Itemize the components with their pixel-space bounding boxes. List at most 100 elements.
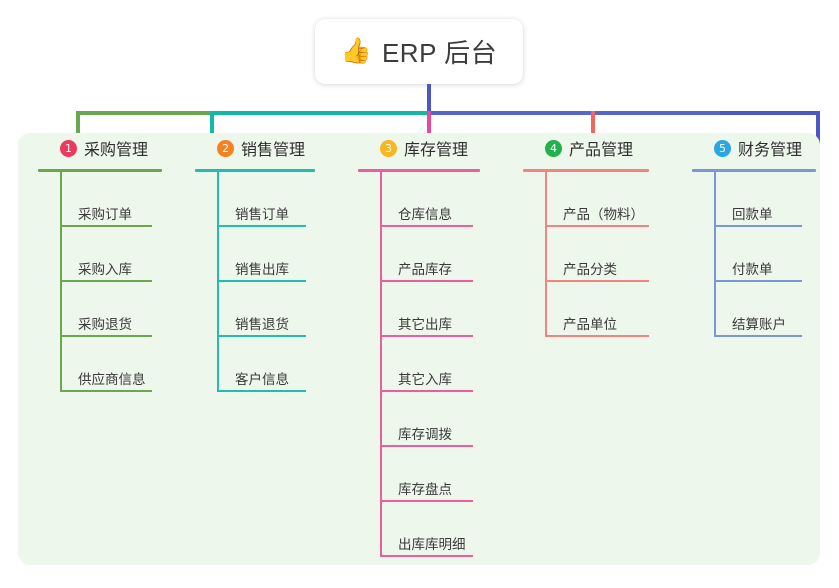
- branch-item-underline: [60, 280, 152, 282]
- branch-item[interactable]: 其它入库: [380, 337, 480, 392]
- branch-item-label: 产品（物料）: [563, 207, 644, 222]
- branch-spine-2: [217, 172, 219, 392]
- branch-item[interactable]: 销售出库: [217, 227, 315, 282]
- connector-bus-segment-4: [720, 111, 818, 115]
- branch-item-label: 采购入库: [78, 262, 132, 277]
- branch-item-underline: [380, 390, 473, 392]
- branch-items-4: 产品（物料） 产品分类产品单位: [523, 172, 649, 337]
- branch-item[interactable]: 仓库信息: [380, 172, 480, 227]
- branch-item-label: 其它出库: [398, 317, 452, 332]
- branch-underline-2: [195, 169, 315, 172]
- branch-header-5[interactable]: 5 财务管理: [692, 133, 816, 163]
- branch-item-label: 产品分类: [563, 262, 617, 277]
- connector-drop-3: [427, 111, 431, 148]
- branch-title-1: 采购管理: [84, 142, 149, 159]
- branch-item[interactable]: 供应商信息: [60, 337, 162, 392]
- connector-drop-4: [591, 111, 595, 148]
- branch-item[interactable]: 销售订单: [217, 172, 315, 227]
- branch-items-3: 仓库信息产品库存其它出库其它入库库存调拨库存盘点出库库明细: [358, 172, 480, 557]
- branch-badge-2: 2: [217, 139, 234, 157]
- branch-item[interactable]: 产品库存: [380, 227, 480, 282]
- branch-item-label: 其它入库: [398, 372, 452, 387]
- thumbs-up-icon: 👍: [340, 37, 372, 65]
- branch-item-label: 采购退货: [78, 317, 132, 332]
- connector-bus-segment-1: [76, 111, 212, 115]
- branch-item-underline: [714, 225, 802, 227]
- branch-item[interactable]: 产品单位: [545, 282, 649, 337]
- branch-item[interactable]: 客户信息: [217, 337, 315, 392]
- root-node-card[interactable]: 👍 ERP 后台: [315, 19, 523, 84]
- branch-spine-5: [714, 172, 716, 337]
- branch-header-4[interactable]: 4 产品管理: [523, 133, 649, 163]
- branch-item[interactable]: 产品分类: [545, 227, 649, 282]
- branch-underline-1: [38, 169, 162, 172]
- connector-drop-2: [210, 111, 214, 148]
- branch-header-3[interactable]: 3 库存管理: [358, 133, 480, 163]
- branch-item-underline: [545, 225, 649, 227]
- branch-item-underline: [60, 335, 152, 337]
- branch-title-2: 销售管理: [241, 142, 306, 159]
- branch-item[interactable]: 采购入库: [60, 227, 162, 282]
- branch-item-label: 销售出库: [235, 262, 289, 277]
- branch-item[interactable]: 产品（物料）: [545, 172, 649, 227]
- branch-item[interactable]: 销售退货: [217, 282, 315, 337]
- root-node-title: ERP 后台: [381, 38, 498, 68]
- branch-item-underline: [545, 335, 649, 337]
- branch-item-label: 回款单: [732, 207, 773, 222]
- branch-item[interactable]: 其它出库: [380, 282, 480, 337]
- branch-item[interactable]: 库存盘点: [380, 447, 480, 502]
- branch-item-underline: [380, 225, 473, 227]
- branch-item-underline: [380, 500, 473, 502]
- branch-header-2[interactable]: 2 销售管理: [195, 133, 315, 163]
- branch-item-underline: [60, 390, 152, 392]
- branch-item-underline: [217, 225, 306, 227]
- branch-item-label: 销售订单: [235, 207, 289, 222]
- branch-item[interactable]: 回款单: [714, 172, 816, 227]
- branch-underline-3: [358, 169, 480, 172]
- branch-items-5: 回款单付款单结算账户: [692, 172, 816, 337]
- branch-title-4: 产品管理: [569, 142, 634, 159]
- branch-item[interactable]: 结算账户: [714, 282, 816, 337]
- branch-item-label: 销售退货: [235, 317, 289, 332]
- branch-title-3: 库存管理: [404, 142, 469, 159]
- branch-column-5: 5 财务管理回款单付款单结算账户: [692, 133, 816, 337]
- branch-items-1: 采购订单采购入库采购退货供应商信息: [38, 172, 162, 392]
- branch-spine-1: [60, 172, 62, 392]
- branch-item-label: 产品库存: [398, 262, 452, 277]
- branch-spine-3: [380, 172, 382, 557]
- branch-item[interactable]: 出库库明细: [380, 502, 480, 557]
- branch-title-5: 财务管理: [738, 142, 803, 159]
- branch-badge-4: 4: [545, 139, 562, 157]
- branch-badge-3: 3: [380, 139, 397, 157]
- branch-item-label: 出库库明细: [398, 537, 466, 552]
- branch-item-label: 库存盘点: [398, 482, 452, 497]
- branch-item-underline: [380, 335, 473, 337]
- branch-item[interactable]: 采购退货: [60, 282, 162, 337]
- connector-root-stem: [427, 84, 431, 111]
- branch-item[interactable]: 采购订单: [60, 172, 162, 227]
- connector-drop-5: [816, 111, 820, 148]
- branch-item[interactable]: 库存调拨: [380, 392, 480, 447]
- branch-item-label: 供应商信息: [78, 372, 146, 387]
- branch-item-label: 采购订单: [78, 207, 132, 222]
- branch-item-underline: [217, 280, 306, 282]
- branch-item[interactable]: 付款单: [714, 227, 816, 282]
- branch-spine-4: [545, 172, 547, 337]
- branch-underline-4: [523, 169, 649, 172]
- branch-item-label: 产品单位: [563, 317, 617, 332]
- connector-bus-segment-3: [429, 111, 720, 115]
- branch-column-3: 3 库存管理仓库信息产品库存其它出库其它入库库存调拨库存盘点出库库明细: [358, 133, 480, 557]
- branch-items-2: 销售订单销售出库销售退货客户信息: [195, 172, 315, 392]
- branch-underline-5: [692, 169, 816, 172]
- branch-item-label: 库存调拨: [398, 427, 452, 442]
- branch-column-4: 4 产品管理产品（物料） 产品分类产品单位: [523, 133, 649, 337]
- branch-item-underline: [60, 225, 152, 227]
- branch-item-label: 结算账户: [732, 317, 786, 332]
- branch-item-underline: [380, 280, 473, 282]
- root-node-content: 👍 ERP 后台: [341, 33, 497, 70]
- branch-badge-5: 5: [714, 139, 731, 157]
- branch-item-underline: [380, 445, 473, 447]
- branch-item-underline: [217, 335, 306, 337]
